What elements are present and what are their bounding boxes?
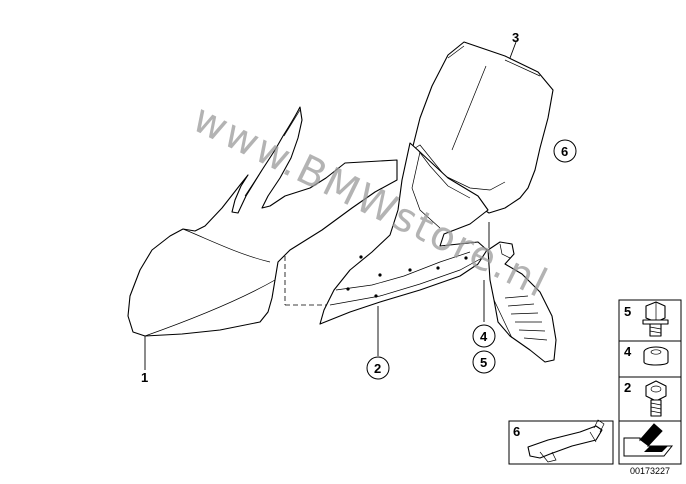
legend-item-bolt: 5 bbox=[624, 301, 669, 337]
svg-text:5: 5 bbox=[624, 304, 631, 319]
fairing-side-panel bbox=[127, 106, 398, 337]
nose-trim-panel bbox=[319, 142, 489, 325]
callout-2: 2 bbox=[366, 356, 390, 380]
svg-text:6: 6 bbox=[561, 144, 568, 159]
mounting-points bbox=[346, 255, 468, 298]
svg-text:4: 4 bbox=[480, 329, 488, 344]
screw-icon bbox=[645, 380, 667, 417]
svg-text:4: 4 bbox=[624, 344, 632, 359]
callout-1: 1 bbox=[141, 370, 148, 385]
svg-text:2: 2 bbox=[624, 380, 631, 395]
svg-text:2: 2 bbox=[374, 361, 381, 376]
bolt-icon bbox=[642, 301, 669, 337]
callout-3: 3 bbox=[512, 30, 519, 45]
arrow-icon bbox=[623, 423, 674, 457]
arrow-legend bbox=[618, 420, 682, 465]
clip-icon bbox=[527, 419, 605, 463]
svg-text:5: 5 bbox=[480, 355, 487, 370]
leader-lines bbox=[144, 41, 517, 370]
callout-4: 4 bbox=[472, 324, 496, 348]
diagram-code: 00173227 bbox=[630, 466, 670, 476]
callout-6: 6 bbox=[553, 139, 577, 163]
callout-5: 5 bbox=[472, 350, 496, 374]
legend-item-bushing: 4 bbox=[624, 344, 669, 366]
windscreen bbox=[411, 41, 554, 214]
bushing-icon bbox=[643, 346, 669, 366]
svg-text:6: 6 bbox=[513, 424, 520, 439]
clip-legend: 6 bbox=[508, 419, 614, 465]
legend-item-screw: 2 bbox=[624, 380, 667, 417]
hardware-legend: 5 4 2 bbox=[618, 299, 682, 422]
side-vent-panel bbox=[487, 241, 557, 363]
